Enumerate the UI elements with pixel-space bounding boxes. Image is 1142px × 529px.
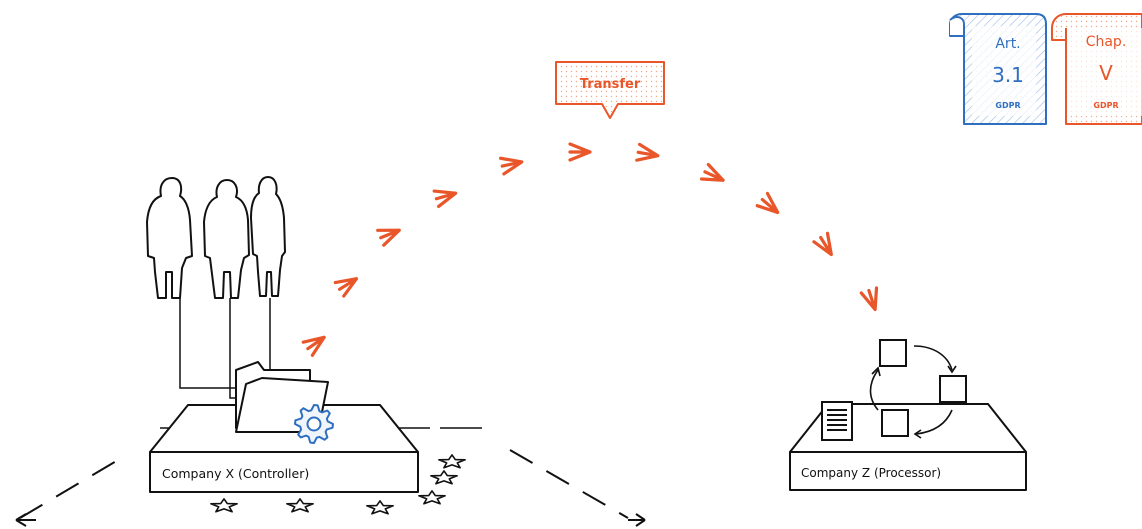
chap-badge-line2: V xyxy=(1099,61,1113,85)
person-icon xyxy=(203,179,250,299)
chevron-arrow-icon xyxy=(498,156,524,176)
chevron-arrow-icon xyxy=(635,142,660,162)
art-badge-line1: Art. xyxy=(995,36,1020,52)
person-icon xyxy=(250,176,286,297)
eu-star-icon xyxy=(418,490,446,505)
art-3-1-gdpr-badge: Art. 3.1 GDPR xyxy=(949,13,1047,125)
person-icon xyxy=(146,177,193,299)
chevron-arrow-icon xyxy=(301,335,326,357)
eu-star-icon xyxy=(210,498,238,513)
gear-icon xyxy=(294,404,334,444)
data-subjects xyxy=(146,176,286,299)
chevron-arrow-icon xyxy=(699,162,725,182)
art-badge-line2: 3.1 xyxy=(992,63,1024,87)
processor-label: Company Z (Processor) xyxy=(801,466,941,480)
chap-badge-line3: GDPR xyxy=(1093,101,1118,110)
controller-label: Company X (Controller) xyxy=(162,466,309,481)
processing-cycle-icon xyxy=(869,339,967,439)
eu-star-icon xyxy=(366,500,394,515)
document-icon xyxy=(821,401,853,441)
eu-star-icon xyxy=(430,470,458,485)
eu-zone-outline xyxy=(15,449,646,527)
chap-badge-line1: Chap. xyxy=(1086,34,1127,50)
transfer-callout: Transfer xyxy=(555,61,665,119)
chevron-arrow-icon xyxy=(568,142,592,162)
transfer-arrows xyxy=(301,142,879,357)
chevron-arrow-icon xyxy=(432,189,458,209)
subject-connectors xyxy=(179,298,271,399)
eu-stars xyxy=(210,454,466,515)
eu-star-icon xyxy=(438,454,466,469)
chevron-arrow-icon xyxy=(812,231,833,257)
transfer-label: Transfer xyxy=(580,77,641,92)
eu-star-icon xyxy=(286,498,314,513)
art-badge-line3: GDPR xyxy=(995,101,1020,110)
chap-v-gdpr-badge: Chap. V GDPR xyxy=(1051,13,1142,125)
chevron-arrow-icon xyxy=(376,228,401,247)
chevron-arrow-icon xyxy=(755,191,780,215)
chevron-arrow-icon xyxy=(859,286,879,312)
chevron-arrow-icon xyxy=(333,277,359,298)
